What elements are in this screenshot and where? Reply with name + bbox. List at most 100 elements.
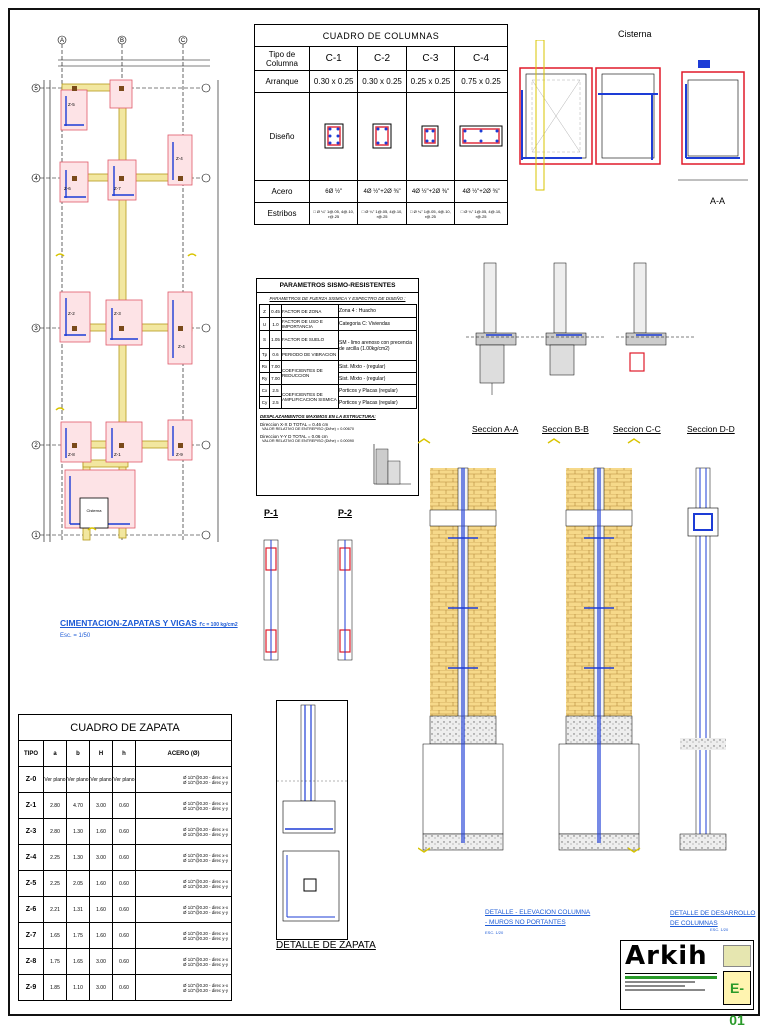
arranque-value: 0.30 x 0.25 [357,70,407,93]
cistern-plan-label: Cisterna [87,508,103,513]
drift-diagram [373,444,411,485]
param-key: Rx [259,360,270,373]
acero-value: 6Ø ½" [308,180,359,203]
column-section-c2 [357,92,407,181]
header-b: b [66,740,90,767]
footing-acero-y: Ø 1/2"@0.20 - direc y-y [183,779,228,785]
header-acero: ACERO (Ø) [135,740,232,767]
column-dev-scale: ESC. 1/20 [710,927,729,932]
footing-type: Z-8 [18,948,44,975]
footing-type: Z-4 [18,844,44,871]
param-remark: Sist. Mixto - (regular) [338,360,417,373]
elevation-title-2: - MUROS NO PORTANTES [485,919,566,926]
axis-a-label: A [60,38,64,44]
footing-acero-y: Ø 1/2"@0.20 - direc y-y [183,883,228,889]
foundation-plan: A B C 5 4 3 2 1 [31,35,219,542]
footing-b: 1.30 [66,818,90,845]
param-value: 0.45 [269,304,282,318]
axis-1-label: 1 [34,533,38,539]
footing-acero-x: Ø 1/2"@0.20 - direc x-x [183,826,228,832]
axis-b-label: B [120,38,124,44]
footing-label: Z-2 [68,311,75,316]
column-type-c4: C-4 [454,46,508,71]
param-remark: Porticos y Placas (regular) [338,384,417,397]
footing-detail-frame [276,700,348,940]
footing-H: 1.60 [89,870,113,897]
acero-value: 4Ø ½"+2Ø ⅜" [357,180,407,203]
estribos-value: □ Ø ¼" 1@.05, 4@.10, r@.25 [357,202,407,225]
footing-h: 0.60 [112,844,136,871]
footing-label: Z-8 [68,452,75,457]
param-desc: PERIODO DE VIBRACION [281,348,339,361]
param-value: 7.00 [269,372,282,385]
footing-H: 1.60 [89,896,113,923]
param-desc: COEFICIENTES DE AMPLIFICACION SISMICA [281,384,339,409]
footing-label: Z-4 [178,344,185,349]
footing-type: Z-9 [18,974,44,1001]
param-key: Z [259,304,270,318]
footing-h: 0.60 [112,896,136,923]
footing-H: Ver plano [89,766,113,793]
param-desc: FACTOR DE USO E IMPORTANCIA [281,317,339,331]
footing-b: Ver plano [66,766,90,793]
footing-H: 1.60 [89,922,113,949]
param-value: 7.00 [269,360,282,373]
footing-b: 1.31 [66,896,90,923]
footing-H: 1.60 [89,818,113,845]
pier-2-title: P-2 [338,508,353,518]
sheet-number: E-01 [723,971,751,1028]
footing-a: 1.85 [43,974,67,1001]
estribos-value: □ Ø ¼" 1@.05, 4@.10, r@.25 [454,202,508,225]
row-header-tipo: Tipo de Columna [254,46,310,71]
footing-b: 4.70 [66,792,90,819]
footing-b: 1.10 [66,974,90,1001]
axis-5-label: 5 [34,86,38,92]
footing-h: Ver plano [112,766,136,793]
column-dev-title-2: DE COLUMNAS [670,920,718,927]
header-tipo: TIPO [18,740,44,767]
footing-b: 1.65 [66,948,90,975]
header-H: H [89,740,113,767]
footing-a: 2.80 [43,792,67,819]
section-c-title: Seccion C-C [613,424,661,434]
footing-label: Z-1 [114,452,121,457]
footing-acero-y: Ø 1/2"@0.20 - direc y-y [183,987,228,993]
footing-h: 0.60 [112,922,136,949]
drift-x-total: Direccion X-X D TOTAL = 0.46 cm [260,422,329,427]
footing-H: 3.00 [89,792,113,819]
acero-value: 4Ø ½"+2Ø ⅜" [454,180,508,203]
elevation-title-1: DETALLE - ELEVACION COLUMNA [485,909,591,916]
footing-acero-y: Ø 1/2"@0.20 - direc y-y [183,831,228,837]
footing-label: Z-6 [64,186,71,191]
arranque-value: 0.75 x 0.25 [454,70,508,93]
param-remark: Porticos y Placas (regular) [338,396,417,409]
row-header-acero: Acero [254,180,310,203]
column-type-c1: C-1 [308,46,359,71]
footing-label: Z-3 [114,311,121,316]
footing-H: 3.00 [89,844,113,871]
footing-detail-title: DETALLE DE ZAPATA [276,940,376,951]
footing-label: Z-4 [176,156,183,161]
section-d-title: Seccion D-D [687,424,735,434]
drift-y-relative: VALOR RELATIVO DE ENTREPISO (Di/he) = 0.… [262,439,354,443]
footing-acero-y: Ø 1/2"@0.20 - direc y-y [183,805,228,811]
param-value: 1.05 [269,330,282,349]
footing-h: 0.60 [112,818,136,845]
elevation-scale: ESC. 1/20 [485,930,504,935]
footing-acero-x: Ø 1/2"@0.20 - direc x-x [183,774,228,780]
columns-table: CUADRO DE COLUMNAS Tipo de Columna C-1 C… [254,24,508,225]
param-remark: Categoria C: Viviendas [338,317,417,331]
footing-H: 3.00 [89,974,113,1001]
param-desc: FACTOR DE ZONA [281,304,339,318]
footing-a: 1.75 [43,948,67,975]
seismic-title: PARAMETROS SISMO-RESISTENTES [257,279,418,293]
footing-type: Z-1 [18,792,44,819]
drift-y-total: Direccion Y-Y D TOTAL = 0.06 cm [260,434,328,439]
axis-4-label: 4 [34,176,38,182]
footing-a: 2.25 [43,870,67,897]
footing-acero-x: Ø 1/2"@0.20 - direc x-x [183,956,228,962]
seismic-subtitle: PARAMETROS DE FUERZA SISMICA Y ESPECTRO … [269,296,406,301]
footing-a: 1.65 [43,922,67,949]
seismic-panel: PARAMETROS SISMO-RESISTENTES PARAMETROS … [256,278,419,496]
acero-value: 4Ø ½"+2Ø ⅜" [405,180,456,203]
